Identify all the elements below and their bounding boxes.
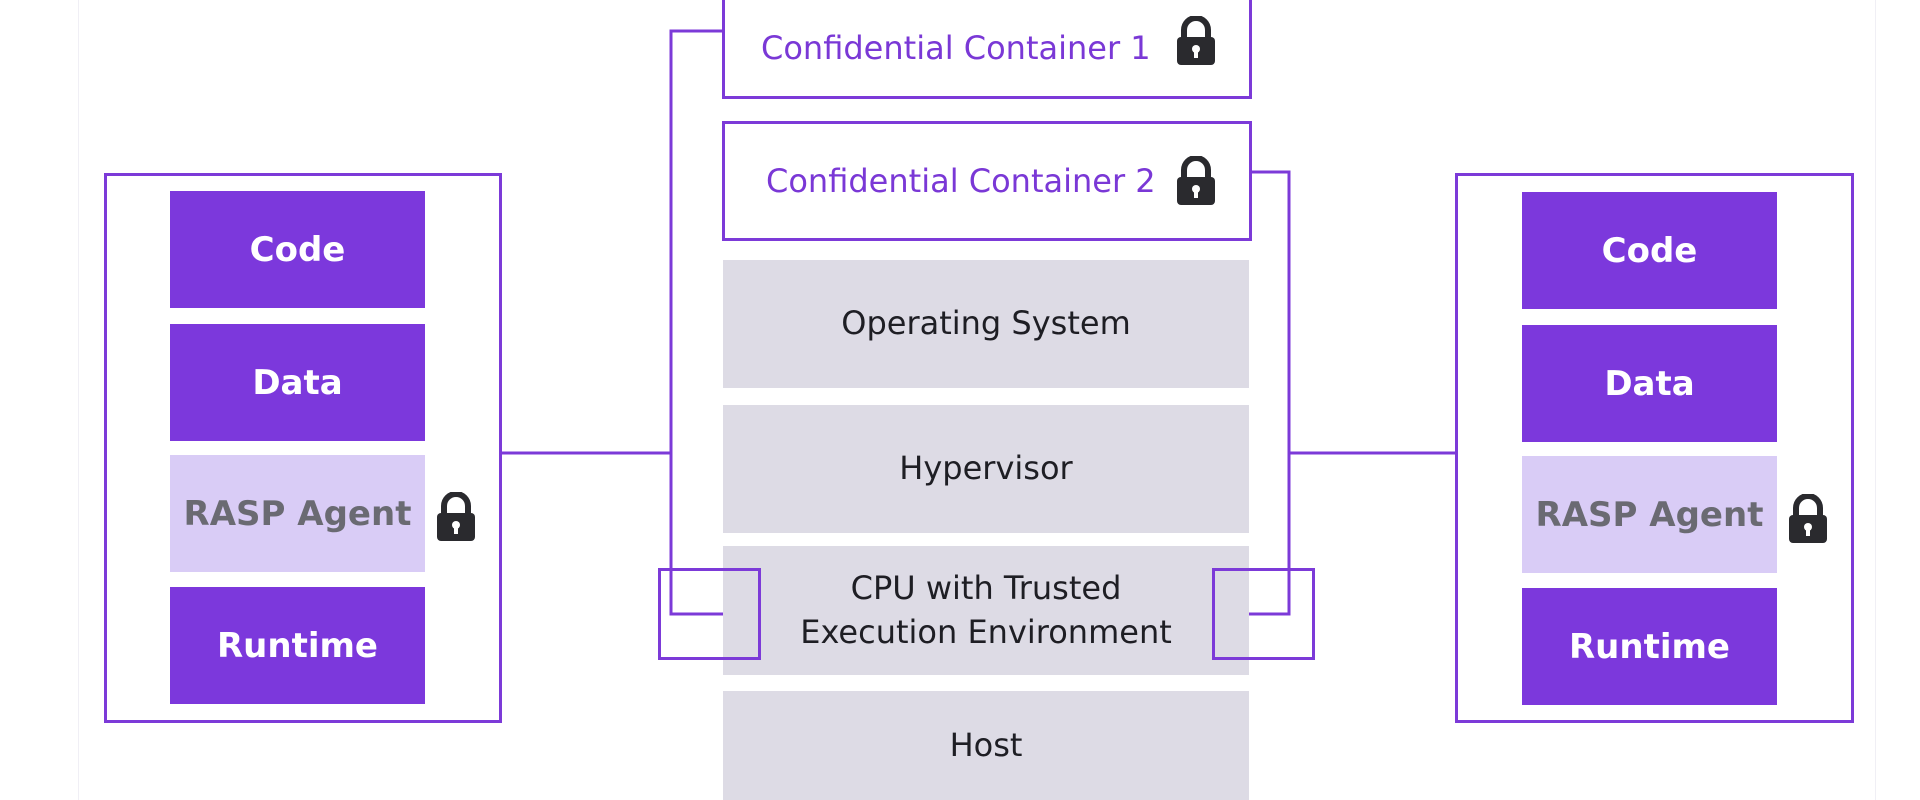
connector-right-container-2 [1250, 170, 1455, 455]
confidential-container-1-label: Confidential Container 1 [761, 28, 1151, 67]
right-code-block: Code [1522, 192, 1777, 309]
left-code-label: Code [249, 229, 346, 270]
left-rasp-agent-label: RASP Agent [183, 493, 412, 534]
lock-icon [1789, 494, 1827, 543]
connector-left-tee [669, 453, 738, 616]
right-rasp-agent-block: RASP Agent [1522, 456, 1777, 573]
connector-right-tee [1232, 453, 1291, 616]
right-data-label: Data [1604, 363, 1695, 404]
left-runtime-label: Runtime [217, 625, 378, 666]
confidential-container-2-label: Confidential Container 2 [766, 162, 1156, 200]
confidential-container-2: Confidential Container 2 [722, 121, 1252, 241]
tee-cpu-label: CPU with Trusted Execution Environment [800, 569, 1172, 651]
left-code-block: Code [170, 191, 425, 308]
lock-icon [1177, 16, 1215, 65]
lock-icon [437, 492, 475, 541]
diagram-canvas [78, 0, 1876, 800]
right-data-block: Data [1522, 325, 1777, 442]
tee-bracket-right [1212, 568, 1315, 660]
tee-cpu-layer: CPU with Trusted Execution Environment [723, 546, 1249, 675]
host-layer: Host [723, 691, 1249, 800]
right-rasp-agent-label: RASP Agent [1535, 494, 1764, 535]
left-runtime-block: Runtime [170, 587, 425, 704]
operating-system-layer: Operating System [723, 260, 1249, 388]
lock-icon [1177, 156, 1215, 205]
left-data-block: Data [170, 324, 425, 441]
left-data-label: Data [252, 362, 343, 403]
host-label: Host [949, 725, 1023, 764]
right-runtime-label: Runtime [1569, 626, 1730, 667]
hypervisor-label: Hypervisor [899, 449, 1073, 488]
connector-left-container-1 [502, 29, 723, 455]
operating-system-label: Operating System [841, 304, 1131, 343]
confidential-container-1: Confidential Container 1 [722, 0, 1252, 99]
hypervisor-layer: Hypervisor [723, 405, 1249, 533]
left-rasp-agent-block: RASP Agent [170, 455, 425, 572]
right-runtime-block: Runtime [1522, 588, 1777, 705]
tee-bracket-left [658, 568, 761, 660]
right-code-label: Code [1601, 230, 1698, 271]
